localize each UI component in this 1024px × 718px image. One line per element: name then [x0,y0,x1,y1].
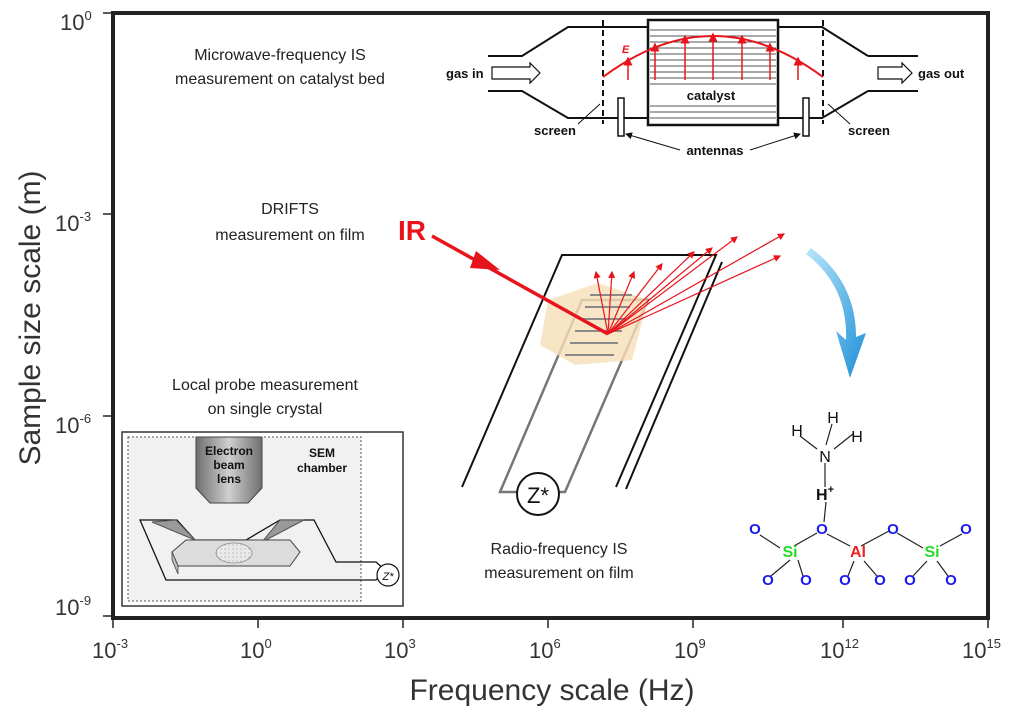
atom-o: O [762,572,774,589]
sem-impedance-label: Z* [382,571,395,583]
atom-h: H [791,423,803,440]
gas-out-label: gas out [918,66,965,81]
x-tick-label: 106 [529,636,561,663]
x-axis-title: Frequency scale (Hz) [409,674,694,707]
y-tick-label: 10-9 [55,593,91,620]
gas-in-arrow-icon [491,61,541,85]
film-substrate [461,254,723,494]
gas-out-arrow-icon [877,61,913,85]
plot-frame [111,11,990,620]
atom-h: H [827,410,839,427]
y-tick-label: 10-6 [55,411,91,438]
atom-h-plus: H+ [816,484,834,504]
atom-n: N [819,449,831,466]
sem-label-line1: SEM [309,446,335,460]
antenna-left [617,97,625,137]
y-axis-title: Sample size scale (m) [14,170,47,465]
x-tick-label: 109 [674,636,706,663]
ir-beam-arrowhead [470,251,500,270]
x-tick-label: 100 [240,636,272,663]
drifts-section: DRIFTS measurement on film IR [215,201,426,246]
radio-title-line2: measurement on film [484,565,633,582]
microwave-title-line2: measurement on catalyst bed [175,71,385,88]
atom-o: O [749,521,761,538]
x-tick-label: 10-3 [92,636,128,663]
gas-in-label: gas in [446,66,484,81]
electric-field-arrows [623,32,803,80]
impedance-symbol: Z* [516,472,560,516]
atom-o: O [904,572,916,589]
zeolite-molecule: H H H N H+ O O O O Si Al Si O O O O O O [749,410,972,589]
atom-si: Si [924,544,939,561]
microwave-title-line1: Microwave-frequency IS [194,47,366,64]
lens-label-line1: Electron [205,444,253,458]
x-tick-labels: 10-3 100 103 106 109 1012 1015 [92,636,1001,663]
x-tick-label: 103 [384,636,416,663]
field-symbol: E [622,44,630,56]
y-ticks [103,12,113,617]
atom-o: O [960,521,972,538]
x-tick-label: 1015 [962,636,1001,663]
y-tick-label: 100 [60,8,92,35]
y-tick-label: 10-3 [55,209,91,236]
sem-chamber-diagram: Electron beam lens SEM chamber Z* [121,431,404,607]
local-probe-section: Local probe measurement on single crysta… [121,377,404,607]
ir-beam [431,234,609,336]
atom-o: O [816,521,828,538]
antenna-right [802,97,810,137]
microwave-section: Microwave-frequency IS measurement on ca… [175,18,965,158]
atom-h: H [851,429,863,446]
atom-si: Si [782,544,797,561]
leader-lines [577,103,851,151]
ir-reflected-rays [593,233,786,335]
antennas-label: antennas [686,143,743,158]
atom-o: O [800,572,812,589]
atom-al: Al [850,544,866,561]
local-probe-title-line1: Local probe measurement [172,377,358,394]
ir-label: IR [398,215,426,246]
atom-o: O [839,572,851,589]
catalyst-label: catalyst [687,88,736,103]
atom-o: O [945,572,957,589]
screen-right-label: screen [848,123,890,138]
x-tick-label: 1012 [820,636,859,663]
drifts-title-line1: DRIFTS [261,201,319,218]
y-tick-labels: 100 10-3 10-6 10-9 [55,8,92,620]
radio-title-line1: Radio-frequency IS [491,541,628,558]
lens-label-line3: lens [217,472,241,486]
atom-o: O [874,572,886,589]
drifts-title-line2: measurement on film [215,227,364,244]
atom-o: O [887,521,899,538]
sem-label-line2: chamber [297,461,347,475]
local-probe-title-line2: on single crystal [208,401,323,418]
x-ticks [112,618,989,628]
lens-label-line2: beam [213,458,244,472]
impedance-label: Z* [527,483,549,508]
screen-left-label: screen [534,123,576,138]
curved-blue-arrow-icon [806,248,866,378]
microwave-reactor-diagram [488,18,918,127]
